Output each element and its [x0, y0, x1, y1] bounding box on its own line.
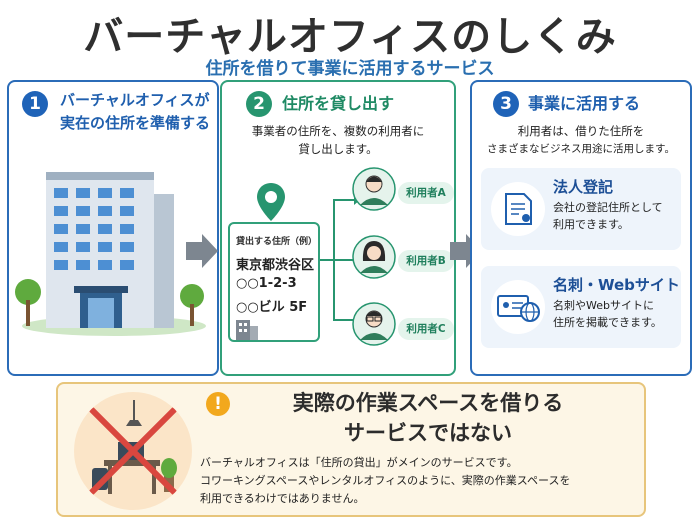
feature-business-card-desc-line1: 名刺やWebサイトに — [553, 299, 654, 312]
user-b-avatar-icon — [352, 235, 396, 279]
notice-text-line3: 利用できるわけではありません。 — [200, 492, 365, 505]
feature-registration-desc-line2: 利用できます。 — [553, 218, 629, 231]
step1-title-line1: バーチャルオフィスが — [60, 91, 210, 109]
feature-icon-wrapper — [491, 280, 545, 334]
notice-text-line2: コワーキングスペースやレンタルオフィスのように、実際の作業スペースを — [200, 474, 571, 487]
user-c-label: 利用者C — [398, 318, 454, 340]
feature-card-registration: 法人登記 会社の登記住所として 利用できます。 — [481, 168, 681, 250]
user-b-label: 利用者B — [398, 250, 454, 272]
notice-title: 実際の作業スペースを借りる サービスではない — [228, 388, 628, 448]
feature-card-business-card: 名刺・Webサイト 名刺やWebサイトに 住所を掲載できます。 — [481, 266, 681, 348]
notice-text-line1: バーチャルオフィスは「住所の貸出」がメインのサービスです。 — [200, 456, 518, 469]
user-c-avatar-icon — [352, 302, 396, 346]
step3-number-badge: 3 — [493, 91, 519, 117]
user-a-avatar-icon — [352, 167, 396, 211]
warning-icon: ! — [206, 392, 230, 416]
small-building-icon — [236, 320, 258, 340]
step3-desc-line2: さまざまなビジネス用途に活用します。 — [487, 143, 675, 155]
office-building-illustration — [15, 172, 206, 336]
step2-number-badge: 2 — [246, 91, 272, 117]
notice-text: バーチャルオフィスは「住所の貸出」がメインのサービスです。 コワーキングスペース… — [200, 454, 640, 508]
feature-registration-desc: 会社の登記住所として 利用できます。 — [553, 199, 663, 233]
step1-title-line2: 実在の住所を準備する — [60, 114, 211, 132]
address-caption: 貸出する住所（例） — [236, 237, 318, 247]
feature-business-card-desc-line2: 住所を掲載できます。 — [553, 316, 662, 329]
step3-desc-line1: 利用者は、借りた住所を — [517, 124, 645, 138]
step2-title: 住所を貸し出す — [282, 94, 395, 113]
crossed-out-desk-icon — [89, 400, 177, 495]
step2-desc-line1: 事業者の住所を、複数の利用者に — [251, 124, 425, 138]
flow-arrow-1 — [186, 234, 218, 268]
step1-number-badge: 1 — [22, 91, 48, 117]
feature-icon-wrapper — [491, 182, 545, 236]
feature-business-card-desc: 名刺やWebサイトに 住所を掲載できます。 — [553, 297, 662, 331]
address-line3: ○○ビル 5F — [236, 300, 308, 315]
page-title: バーチャルオフィスのしくみ — [83, 14, 617, 60]
feature-registration-title: 法人登記 — [553, 178, 614, 196]
user-a-label: 利用者A — [398, 182, 454, 204]
registration-document-icon — [505, 193, 532, 225]
page-subtitle: 住所を借りて事業に活用するサービス — [205, 59, 495, 79]
notice-box: ! 実際の作業スペースを借りる サービスではない バーチャルオフィスは「住所の貸… — [56, 382, 646, 517]
step3-title: 事業に活用する — [528, 94, 641, 113]
feature-business-card-title: 名刺・Webサイト — [553, 276, 680, 294]
notice-title-line2: サービスではない — [344, 421, 512, 445]
notice-title-line1: 実際の作業スペースを借りる — [292, 391, 564, 415]
feature-registration-desc-line1: 会社の登記住所として — [553, 201, 663, 214]
address-example-card: 貸出する住所（例） 東京都渋谷区 ○○1-2-3 ○○ビル 5F — [228, 222, 320, 342]
no-workspace-illustration — [74, 392, 192, 510]
step2-desc-line2: 貸し出します。 — [298, 142, 378, 156]
business-card-web-icon — [497, 295, 540, 322]
address-line1: 東京都渋谷区 — [236, 258, 315, 273]
location-pin-icon — [257, 183, 285, 221]
address-line2: ○○1-2-3 — [236, 276, 297, 291]
